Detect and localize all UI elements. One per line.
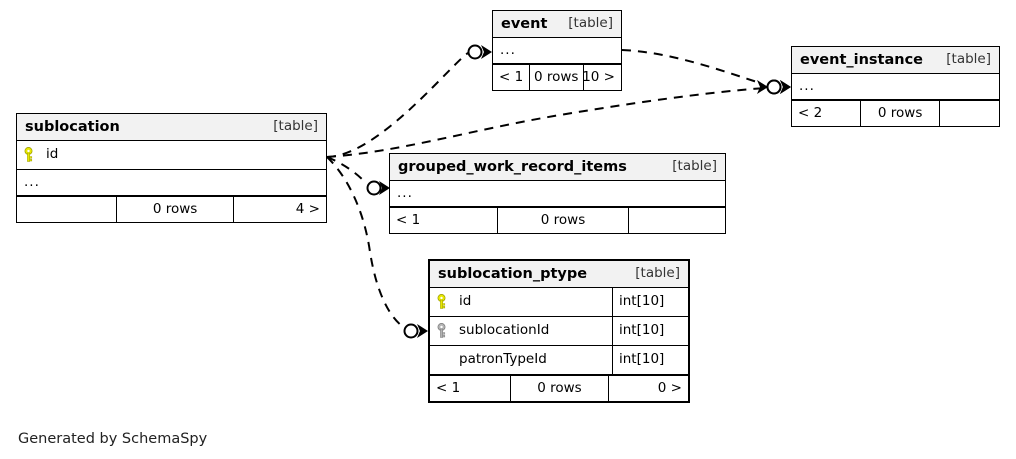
- column-name-text: sublocationId: [459, 322, 550, 339]
- footer-parents: < 1: [396, 211, 421, 228]
- table-tag: [table]: [568, 15, 613, 32]
- generated-by-caption: Generated by SchemaSpy: [18, 431, 208, 447]
- table-grouped-work-record-items[interactable]: grouped_work_record_items [table] ... < …: [389, 153, 726, 234]
- foreign-key-icon: [437, 323, 446, 338]
- table-row[interactable]: id int[10]: [430, 288, 688, 317]
- column-id: id: [17, 141, 326, 169]
- footer-rowcount: 0 rows: [497, 208, 628, 233]
- footer-children: [938, 101, 999, 126]
- table-footer-grouped-work-record-items: < 1 0 rows: [390, 207, 725, 233]
- column-id: id: [430, 288, 612, 316]
- table-tag: [table]: [273, 118, 318, 135]
- table-tag: [table]: [635, 265, 680, 282]
- table-tag: [table]: [672, 158, 717, 175]
- table-tag: [table]: [946, 51, 991, 68]
- table-row[interactable]: patronTypeId int[10]: [430, 346, 688, 375]
- column-name-text: id: [459, 293, 472, 310]
- more-columns-ellipsis: ...: [792, 74, 999, 100]
- footer-parents: < 1: [436, 379, 461, 396]
- column-name-text: id: [46, 146, 59, 163]
- table-footer-sublocation: 0 rows 4 >: [17, 196, 326, 222]
- footer-children: [627, 208, 725, 233]
- table-row[interactable]: sublocationId int[10]: [430, 317, 688, 346]
- footer-rowcount: 0 rows: [860, 101, 939, 126]
- table-header-grouped-work-record-items: grouped_work_record_items [table]: [390, 154, 725, 181]
- footer-children: 10 >: [582, 65, 621, 90]
- table-header-sublocation-ptype: sublocation_ptype [table]: [430, 261, 688, 288]
- table-title: sublocation_ptype: [438, 265, 588, 282]
- more-columns-ellipsis: ...: [493, 38, 621, 64]
- column-type: int[10]: [612, 288, 688, 316]
- footer-children: 4 >: [233, 197, 326, 222]
- table-title: grouped_work_record_items: [398, 158, 627, 175]
- more-columns-ellipsis: ...: [17, 170, 326, 196]
- column-type: int[10]: [612, 346, 688, 374]
- primary-key-icon: [24, 147, 33, 162]
- table-row[interactable]: id: [17, 141, 326, 170]
- table-footer-event-instance: < 2 0 rows: [792, 100, 999, 126]
- column-name-text: patronTypeId: [459, 351, 547, 368]
- table-event-instance[interactable]: event_instance [table] ... < 2 0 rows: [791, 46, 1000, 127]
- table-header-sublocation: sublocation [table]: [17, 114, 326, 141]
- primary-key-icon: [437, 294, 446, 309]
- footer-parents: [17, 197, 116, 222]
- relationship-event-event-instance: [621, 49, 791, 95]
- table-title: event: [501, 15, 548, 32]
- relationship-sublocation-grouped-work-record-items: [326, 156, 390, 196]
- relationship-sublocation-event-instance: [326, 79, 791, 158]
- no-key-spacer: [437, 352, 450, 368]
- footer-rowcount: 0 rows: [528, 65, 583, 90]
- table-header-event: event [table]: [493, 11, 621, 38]
- footer-rowcount: 0 rows: [115, 197, 233, 222]
- table-sublocation-ptype[interactable]: sublocation_ptype [table] id int[10]: [428, 259, 690, 403]
- table-title: event_instance: [800, 51, 924, 68]
- table-footer-event: < 1 0 rows 10 >: [493, 64, 621, 90]
- more-columns-ellipsis: ...: [390, 181, 725, 207]
- table-sublocation[interactable]: sublocation [table] id ... 0 rows 4 >: [16, 113, 327, 223]
- column-sublocationid: sublocationId: [430, 317, 612, 345]
- footer-rowcount: 0 rows: [509, 376, 608, 401]
- footer-parents: < 2: [798, 104, 823, 121]
- column-patrontypeid: patronTypeId: [430, 346, 612, 374]
- footer-children: 0 >: [608, 376, 688, 401]
- table-header-event-instance: event_instance [table]: [792, 47, 999, 74]
- table-footer-sublocation-ptype: < 1 0 rows 0 >: [430, 375, 688, 401]
- column-type: int[10]: [612, 317, 688, 345]
- table-title: sublocation: [25, 118, 120, 135]
- relationship-sublocation-event: [326, 44, 492, 158]
- footer-parents: < 1: [499, 68, 524, 85]
- table-event[interactable]: event [table] ... < 1 0 rows 10 >: [492, 10, 622, 91]
